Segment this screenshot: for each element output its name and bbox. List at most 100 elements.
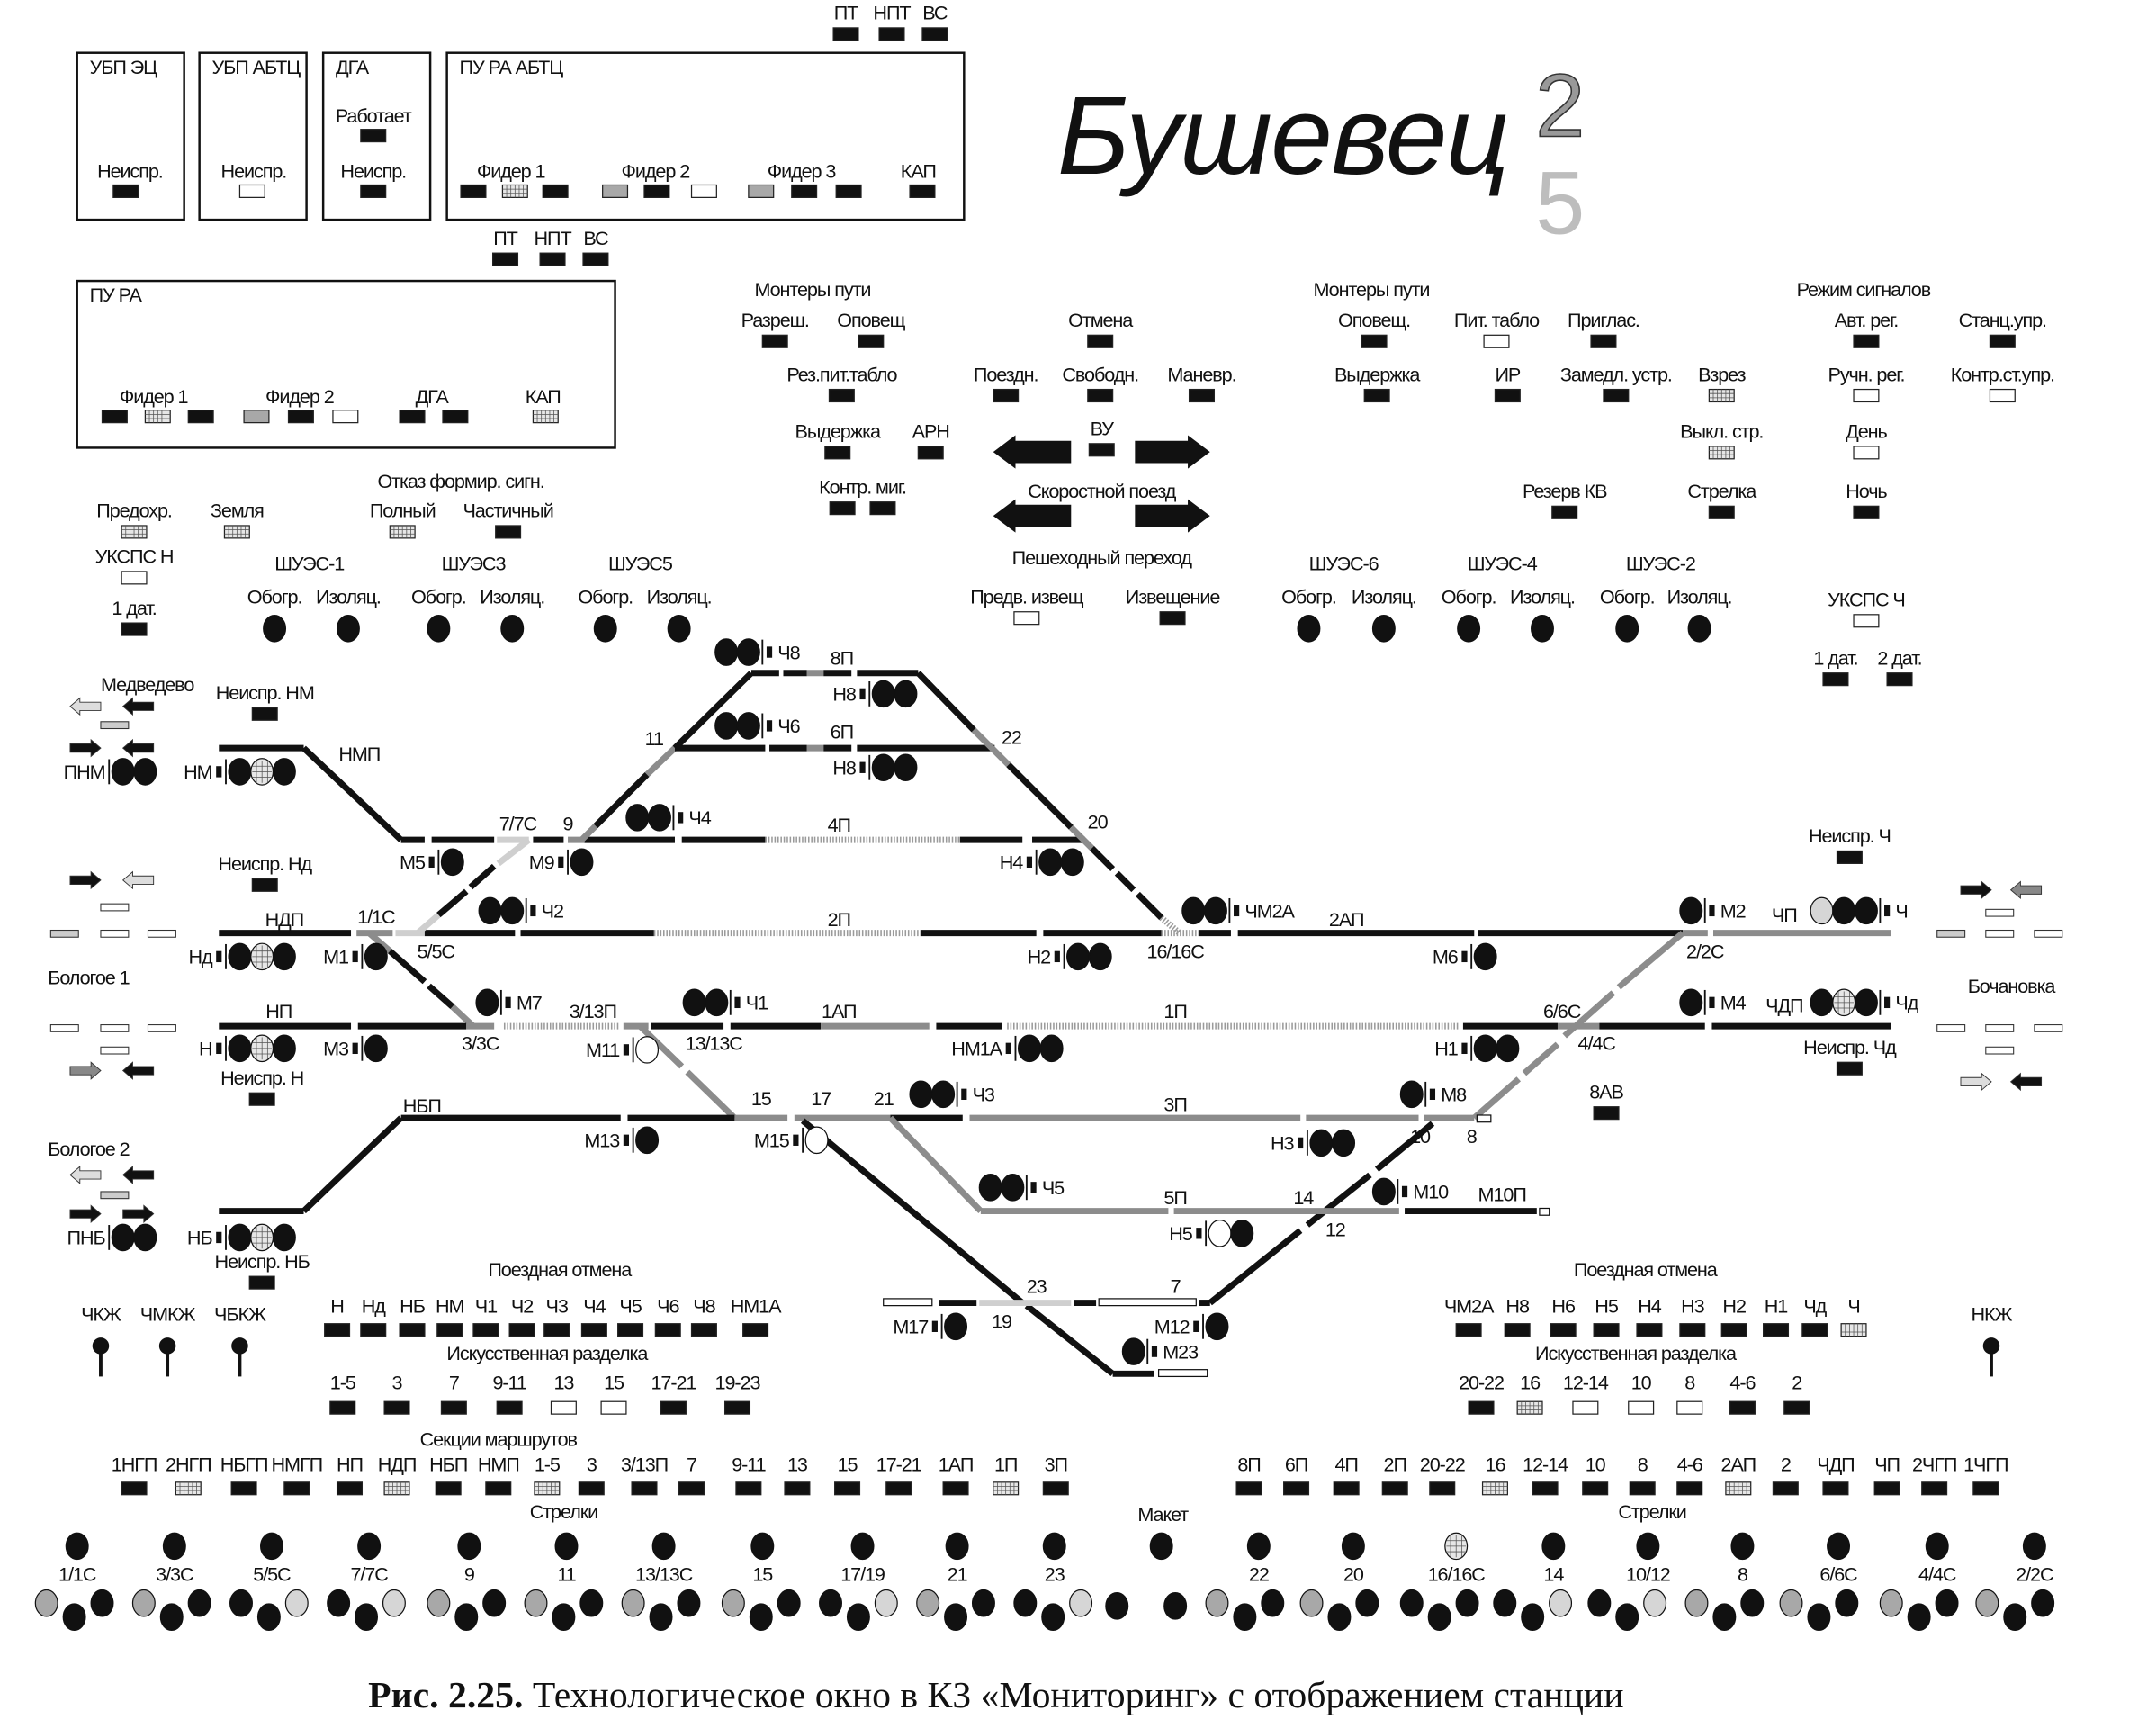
heater-lamp[interactable]	[667, 614, 691, 643]
status-indicator[interactable]	[121, 1481, 148, 1496]
position-lamp-left[interactable]	[524, 1589, 548, 1617]
track-segment[interactable]	[415, 912, 441, 936]
signal-lamp[interactable]	[894, 753, 918, 782]
switch-lamp[interactable]	[457, 1532, 481, 1561]
status-indicator[interactable]	[1772, 1481, 1799, 1496]
status-indicator[interactable]	[485, 1481, 512, 1496]
signal-32[interactable]: Н5	[1169, 1220, 1254, 1247]
signal-14[interactable]: Н8	[832, 680, 918, 708]
status-indicator[interactable]	[436, 1323, 463, 1337]
status-indicator[interactable]	[1363, 388, 1390, 403]
signal-38[interactable]: М4	[1679, 988, 1747, 1017]
track-segment[interactable]	[1562, 990, 1616, 1039]
signal-lamp[interactable]	[682, 988, 706, 1017]
status-indicator[interactable]	[742, 1323, 769, 1337]
status-indicator[interactable]	[1159, 611, 1186, 626]
signal-15[interactable]: Ч6	[714, 712, 802, 740]
status-indicator[interactable]	[1708, 388, 1735, 403]
signal-lamp[interactable]	[1203, 896, 1227, 925]
switch-lamp[interactable]	[357, 1532, 382, 1561]
status-indicator[interactable]	[121, 571, 148, 585]
signal-1[interactable]: НМ	[184, 758, 296, 786]
signal-lamp[interactable]	[1496, 1034, 1520, 1063]
switch-lamp[interactable]	[1444, 1532, 1469, 1561]
position-lamp-right[interactable]	[1935, 1589, 1959, 1617]
position-lamp-middle[interactable]	[649, 1603, 673, 1631]
status-indicator[interactable]	[748, 184, 775, 198]
position-lamp-right[interactable]	[1643, 1589, 1667, 1617]
status-indicator[interactable]	[287, 410, 314, 424]
signal-lamp[interactable]	[228, 942, 252, 971]
status-indicator[interactable]	[440, 1400, 467, 1415]
track-segment[interactable]	[387, 949, 427, 985]
position-lamp-left[interactable]	[229, 1589, 253, 1617]
track-segment[interactable]	[1114, 870, 1136, 893]
status-indicator[interactable]	[532, 410, 559, 424]
heater-lamp[interactable]	[500, 614, 525, 643]
position-lamp-middle[interactable]	[159, 1603, 184, 1631]
signal-lamp[interactable]	[635, 1126, 660, 1155]
track-segment[interactable]	[1135, 891, 1164, 921]
track-segment[interactable]	[1089, 845, 1116, 871]
status-indicator[interactable]	[1801, 1323, 1828, 1337]
status-indicator[interactable]	[1504, 1323, 1531, 1337]
key-lock-2[interactable]: ЧБКЖ	[214, 1303, 267, 1377]
signal-lamp[interactable]	[1181, 896, 1206, 925]
switch-lamp[interactable]	[65, 1532, 89, 1561]
status-indicator[interactable]	[1708, 505, 1735, 519]
track-segment[interactable]	[427, 983, 455, 1010]
maket-lamp[interactable]	[1149, 1532, 1173, 1561]
status-indicator[interactable]	[1188, 388, 1216, 403]
signal-8[interactable]: М5	[400, 848, 464, 877]
signal-24[interactable]: Ч3	[909, 1080, 996, 1109]
status-indicator[interactable]	[324, 1323, 351, 1337]
arrow-right-icon[interactable]	[1135, 435, 1210, 469]
status-indicator[interactable]	[678, 1481, 705, 1496]
status-indicator[interactable]	[1853, 388, 1880, 403]
signal-lamp[interactable]	[500, 896, 525, 925]
status-indicator[interactable]	[238, 184, 265, 198]
switch-lamp[interactable]	[850, 1532, 875, 1561]
status-indicator[interactable]	[993, 388, 1020, 403]
signal-lamp[interactable]	[978, 1174, 1002, 1202]
signal-lamp[interactable]	[228, 758, 252, 786]
status-indicator[interactable]	[660, 1400, 687, 1415]
signal-lamp[interactable]	[364, 1034, 388, 1063]
heater-lamp[interactable]	[263, 614, 287, 643]
position-lamp-right[interactable]	[187, 1589, 211, 1617]
status-indicator[interactable]	[1468, 1400, 1495, 1415]
status-indicator[interactable]	[251, 878, 278, 892]
status-indicator[interactable]	[121, 525, 148, 539]
signal-17[interactable]: Н4	[1000, 848, 1084, 877]
signal-27[interactable]: М6	[1433, 942, 1497, 971]
position-lamp-middle[interactable]	[1521, 1603, 1545, 1631]
signal-30[interactable]: Н3	[1271, 1129, 1356, 1157]
signal-29[interactable]: М8	[1399, 1080, 1468, 1109]
position-lamp-left[interactable]	[1299, 1589, 1324, 1617]
signal-lamp[interactable]	[440, 848, 464, 877]
status-indicator[interactable]	[383, 1481, 410, 1496]
status-indicator[interactable]	[643, 184, 670, 198]
status-indicator[interactable]	[332, 410, 359, 424]
status-indicator[interactable]	[495, 525, 522, 539]
status-indicator[interactable]	[1590, 334, 1617, 348]
position-lamp-left[interactable]	[1493, 1589, 1517, 1617]
status-indicator[interactable]	[1853, 334, 1880, 348]
status-indicator[interactable]	[690, 1323, 717, 1337]
status-indicator[interactable]	[1333, 1481, 1360, 1496]
switch-lamp[interactable]	[2022, 1532, 2046, 1561]
position-lamp-left[interactable]	[34, 1589, 58, 1617]
position-lamp-left[interactable]	[1587, 1589, 1612, 1617]
status-indicator[interactable]	[828, 388, 855, 403]
signal-lamp[interactable]	[228, 1223, 252, 1252]
signal-39[interactable]: Чд	[1810, 988, 1920, 1017]
status-indicator[interactable]	[501, 184, 528, 198]
signal-7[interactable]: М3	[323, 1034, 388, 1063]
track-segment[interactable]	[1024, 1302, 1115, 1377]
switch-lamp[interactable]	[1827, 1532, 1851, 1561]
status-indicator[interactable]	[248, 1092, 275, 1106]
status-indicator[interactable]	[251, 707, 278, 721]
position-lamp-middle[interactable]	[944, 1603, 968, 1631]
track-segment[interactable]	[579, 824, 598, 842]
status-indicator[interactable]	[1708, 446, 1735, 460]
